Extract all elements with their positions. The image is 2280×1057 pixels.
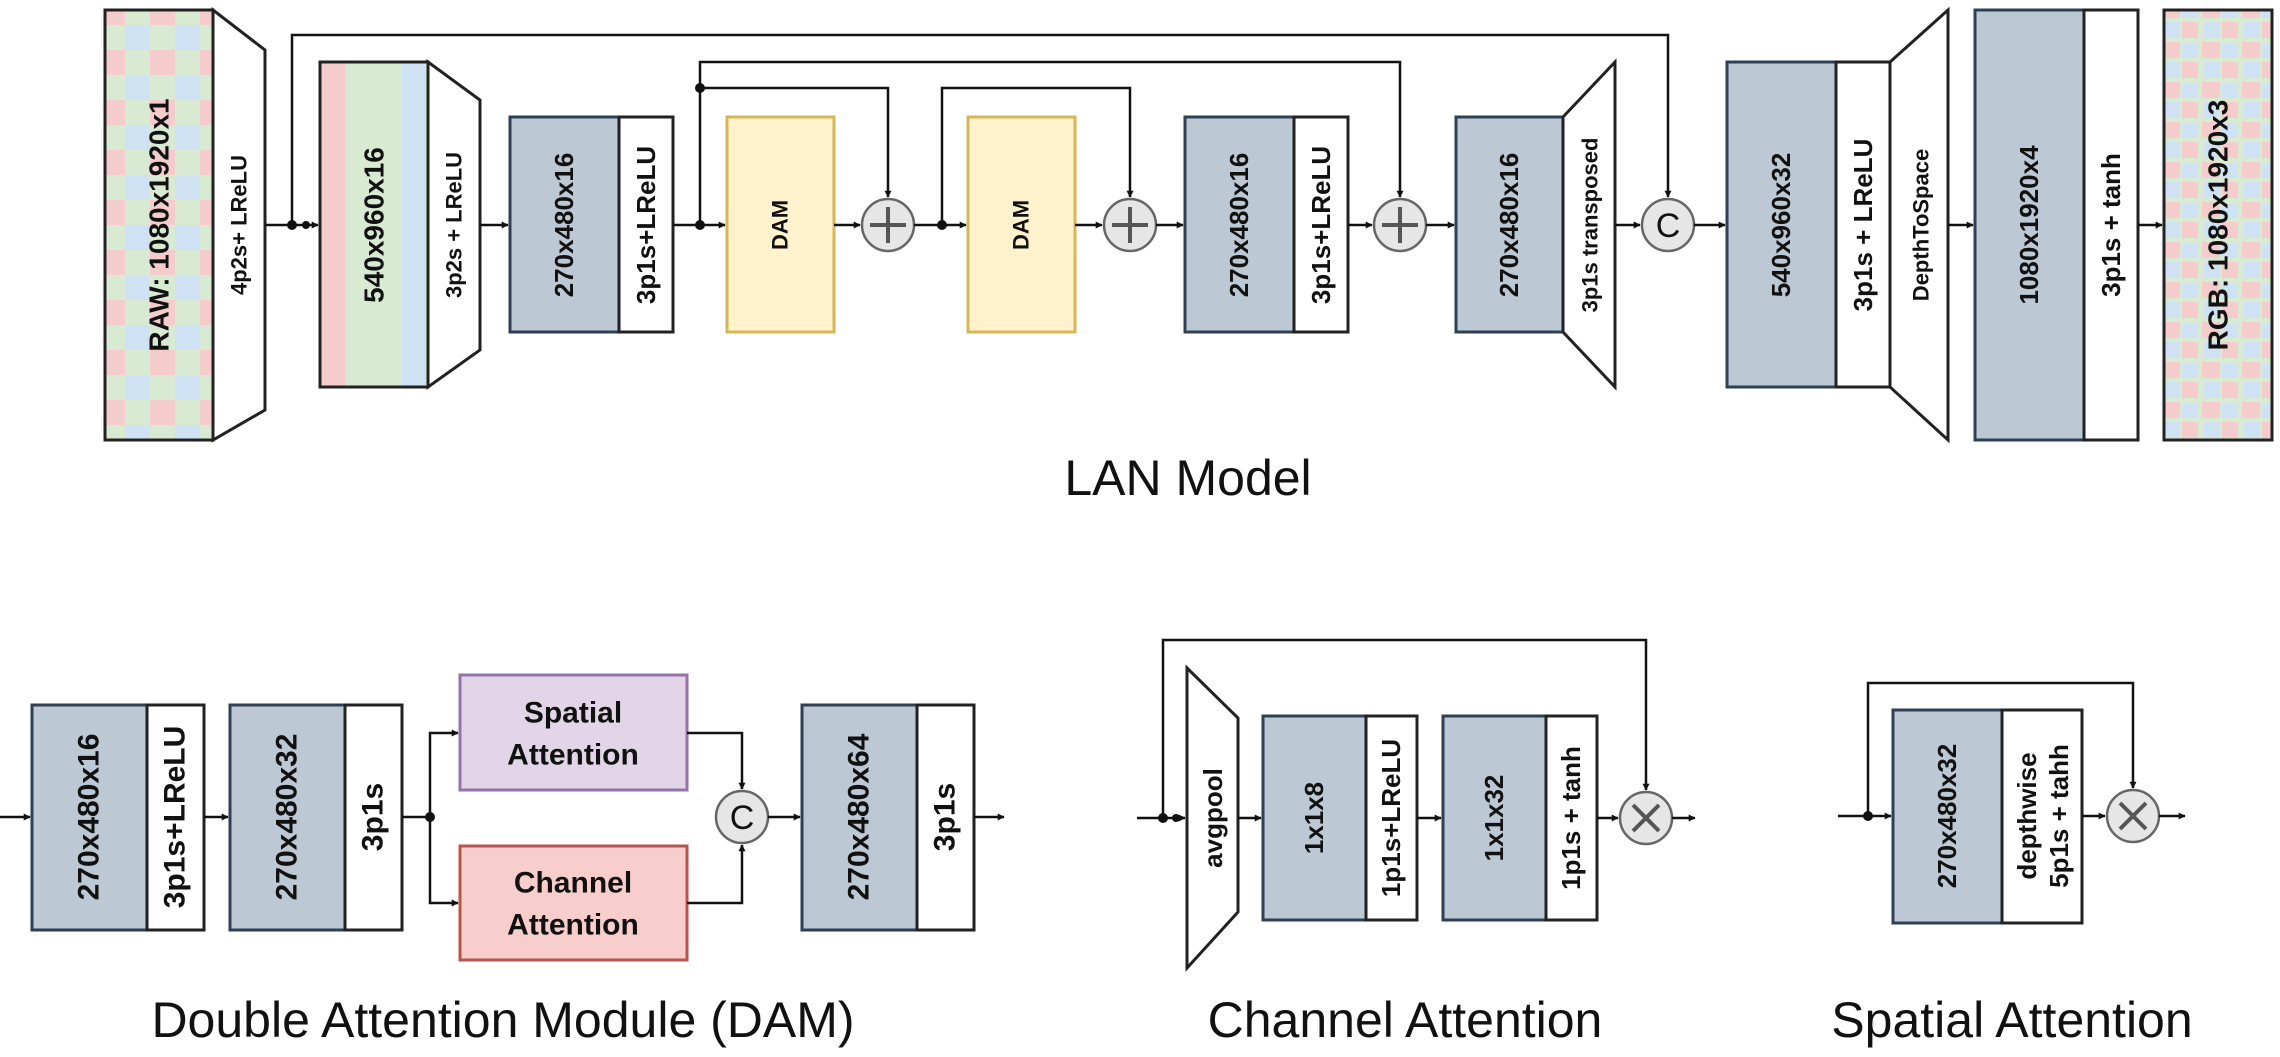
spatial-attention-block: Spatial Attention (458, 673, 689, 792)
sa-tensor-270x480x32: 270x480x32 depthwise 5p1s + tahh (1891, 708, 2084, 925)
sa-op-line-2: 5p1s + tahh (2044, 744, 2074, 888)
depth-to-space-block: DepthToSpace (1888, 6, 1950, 444)
tensor-540x960x16: 540x960x16 (318, 60, 430, 389)
spatial-attention-detail: 270x480x32 depthwise 5p1s + tahh Spatial… (1831, 681, 2193, 1048)
add-operator-3 (1372, 197, 1428, 253)
dam-tensor-270x480x64: 270x480x64 3p1s (800, 703, 976, 932)
dam-tensor-270x480x64-label: 270x480x64 (843, 733, 876, 900)
dam-block-1: DAM (725, 115, 836, 334)
dam-concat-label: C (730, 799, 755, 837)
depth-to-space-label: DepthToSpace (1909, 149, 1934, 301)
dam-block-2: DAM (966, 115, 1077, 334)
spatial-attention-label-2: Attention (507, 739, 639, 772)
dam-tensor-270x480x32-label: 270x480x32 (271, 734, 304, 901)
lan-model: RAW: 1080x1920x1 4p2s+ LReLU 540x960x16 … (103, 6, 2274, 506)
dam-concat-operator: C (714, 789, 770, 845)
ca-tensor-1x1x8-op: 1p1s+LReLU (1376, 739, 1406, 897)
dam-tensor-270x480x16-label: 270x480x16 (73, 734, 106, 901)
dam-caption: Double Attention Module (DAM) (151, 992, 854, 1048)
dam-block-2-label: DAM (1009, 200, 1034, 250)
channel-attention-label-1: Channel (514, 867, 632, 900)
tensor-540x960x16-label: 540x960x16 (359, 147, 390, 303)
add-operator-1 (860, 197, 916, 253)
dam-tensor-270x480x16: 270x480x16 3p1s+LReLU (30, 703, 206, 932)
tensor-270x480x16-b-op: 3p1s+LReLU (1306, 146, 1336, 304)
raw-input-tensor: RAW: 1080x1920x1 (103, 8, 215, 442)
avgpool-label: avgpool (1198, 768, 1228, 868)
dam-tensor-270x480x32-op: 3p1s (357, 783, 390, 851)
add-operator-2 (1102, 197, 1158, 253)
dam-connectors (0, 729, 1005, 907)
dam-tensor-270x480x32: 270x480x32 3p1s (228, 703, 404, 932)
sa-multiply-operator (2105, 788, 2161, 844)
dam-block-1-label: DAM (768, 200, 793, 250)
ca-caption: Channel Attention (1208, 992, 1603, 1048)
spatial-attention-label-1: Spatial (524, 697, 622, 730)
lan-caption: LAN Model (1064, 450, 1311, 506)
ca-tensor-1x1x32-label: 1x1x32 (1479, 775, 1509, 862)
concat-operator: C (1640, 197, 1696, 253)
concat-operator-label: C (1656, 207, 1681, 245)
tensor-270x480x16-c-label: 270x480x16 (1494, 153, 1524, 298)
conv1-label: 4p2s+ LReLU (227, 155, 252, 295)
ca-tensor-1x1x8: 1x1x8 1p1s+LReLU (1261, 714, 1419, 922)
channel-attention-label-2: Attention (507, 909, 639, 942)
conv2-block: 3p2s + LReLU (426, 59, 482, 390)
tensor-540x960x32: 540x960x32 3p1s + LReLU (1725, 60, 1892, 389)
sa-connectors (1838, 681, 2186, 821)
sa-op-line-1: depthwise (2012, 752, 2042, 879)
transposed-conv-block: 3p1s transposed (1561, 58, 1617, 391)
channel-attention-detail: avgpool 1x1x8 1p1s+LReLU 1x1x32 1p1s + t… (1137, 638, 1696, 1048)
dam-tensor-270x480x16-op: 3p1s+LReLU (159, 726, 192, 909)
channel-attention-block: Channel Attention (458, 844, 689, 962)
ca-tensor-1x1x32-op: 1p1s + tanh (1556, 746, 1586, 890)
tensor-270x480x16-c: 270x480x16 (1454, 115, 1565, 334)
sa-tensor-270x480x32-label: 270x480x32 (1932, 744, 1962, 889)
tensor-270x480x16-a-label: 270x480x16 (549, 153, 579, 298)
tensor-1080x1920x4: 1080x1920x4 3p1s + tanh (1973, 8, 2140, 442)
lan-connectors (265, 33, 2163, 230)
dam-tensor-270x480x64-op: 3p1s (929, 783, 962, 851)
rgb-output-tensor: RGB: 1080x1920x3 (2162, 8, 2274, 442)
ca-multiply-operator (1618, 790, 1674, 846)
tensor-270x480x16-a: 270x480x16 3p1s+LReLU (508, 115, 675, 334)
dam-detail: 270x480x16 3p1s+LReLU 270x480x32 3p1s Sp… (0, 673, 1005, 1048)
transposed-conv-label: 3p1s transposed (1578, 138, 1603, 313)
rgb-output-label: RGB: 1080x1920x3 (2203, 100, 2234, 351)
raw-input-label: RAW: 1080x1920x1 (144, 98, 175, 351)
avgpool-block: avgpool (1185, 664, 1240, 972)
tensor-270x480x16-b-label: 270x480x16 (1224, 153, 1254, 298)
ca-connectors (1137, 638, 1696, 823)
tensor-540x960x32-label: 540x960x32 (1766, 153, 1796, 298)
tensor-270x480x16-b: 270x480x16 3p1s+LReLU (1183, 115, 1350, 334)
tensor-270x480x16-a-op: 3p1s+LReLU (631, 146, 661, 304)
tensor-540x960x32-op: 3p1s + LReLU (1848, 139, 1878, 312)
ca-tensor-1x1x32: 1x1x32 1p1s + tanh (1441, 714, 1599, 922)
conv1-block: 4p2s+ LReLU (211, 6, 267, 443)
conv2-label: 3p2s + LReLU (442, 152, 467, 298)
ca-tensor-1x1x8-label: 1x1x8 (1299, 782, 1329, 854)
tensor-1080x1920x4-op: 3p1s + tanh (2096, 153, 2126, 297)
sa-caption: Spatial Attention (1831, 992, 2192, 1048)
tensor-1080x1920x4-label: 1080x1920x4 (2014, 145, 2044, 305)
